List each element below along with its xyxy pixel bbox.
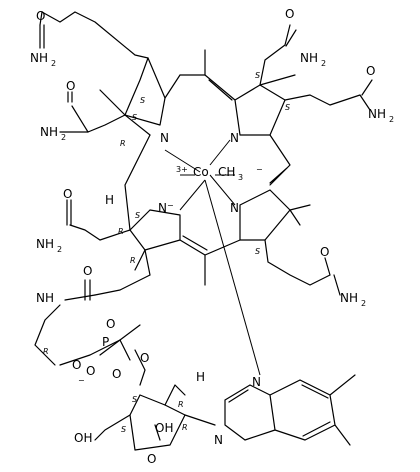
ring-a-n-label: N [160,131,169,145]
ch3-sub-label: 3 [238,173,243,182]
nh-label: NH [36,291,54,305]
nh2-sub-5: 2 [57,245,62,254]
stereo-s-3: S [255,71,260,80]
stereo-s-1: S [140,96,145,105]
ribose-h-label: H [196,370,205,384]
stereo-r-4: R [43,347,49,356]
ch3-label: CH [218,165,235,179]
ho-label: OH [74,431,92,445]
nh2-sub-2: 2 [61,133,66,142]
nh2-sub-6: 2 [361,299,366,308]
benz-n-bottom-label: N [214,433,223,447]
o-label-3: O [285,7,294,21]
co-charge-label: 3+ [176,165,188,174]
ribose-ring-o-label: O [147,452,156,466]
atom-labels: 3+ Co CH 3 − N N N − N H O O O O O O O N… [30,7,394,466]
p-o-right-label: O [140,351,149,365]
p-label: P [102,335,109,349]
nh2-label-2: NH [40,125,58,139]
ch3-charge-label: − [256,165,263,174]
nh2-label-1: NH [30,51,48,65]
stereo-r-3: R [130,256,136,265]
co-label: Co [193,165,209,179]
ring-d-n-charge: − [167,201,174,210]
stereo-s-8: S [121,425,126,434]
stereo-r-2: R [118,227,124,236]
nh2-label-3: NH [300,51,318,65]
ring-b-n-label: N [230,131,239,145]
stereo-s-7: S [132,395,137,404]
stereo-s-6: S [255,247,260,256]
o-label-6: O [320,245,329,259]
nh2-label-6: NH [340,291,358,305]
bond-lines [34,11,373,451]
stereo-r-5: R [178,400,184,409]
nh2-sub-1: 2 [51,59,56,68]
p-o-minus-label: O [86,364,95,378]
nh2-sub-3: 2 [321,59,326,68]
stereo-s-4: S [285,103,290,112]
o-label-4: O [366,64,375,78]
ring-d-n-label: N [158,201,167,215]
stereo-r-6: R [182,423,188,432]
ribose-oh-label: OH [155,421,173,435]
p-o-double-label: O [112,367,121,381]
nh2-label-5: NH [36,237,54,251]
stereo-s-5: S [135,211,140,220]
stereo-s-2: S [132,113,137,122]
o-label-2: O [66,79,75,93]
stereo-labels: S S R S S S R R S R S R S R [43,71,290,434]
h-label-ring-d: H [105,193,114,207]
o-label-7: O [83,264,92,278]
o-label-1: O [36,9,45,23]
p-o-top-label: O [106,317,115,331]
p-o-minus-charge: − [78,376,85,385]
o-label-5: O [63,187,72,201]
nh2-sub-4: 2 [389,115,394,124]
ring-c-n-label: N [230,201,239,215]
nh2-label-4: NH [368,107,386,121]
stereo-r-1: R [120,139,126,148]
p-o-left-label: O [72,358,81,372]
benz-n-top-label: N [252,375,261,389]
